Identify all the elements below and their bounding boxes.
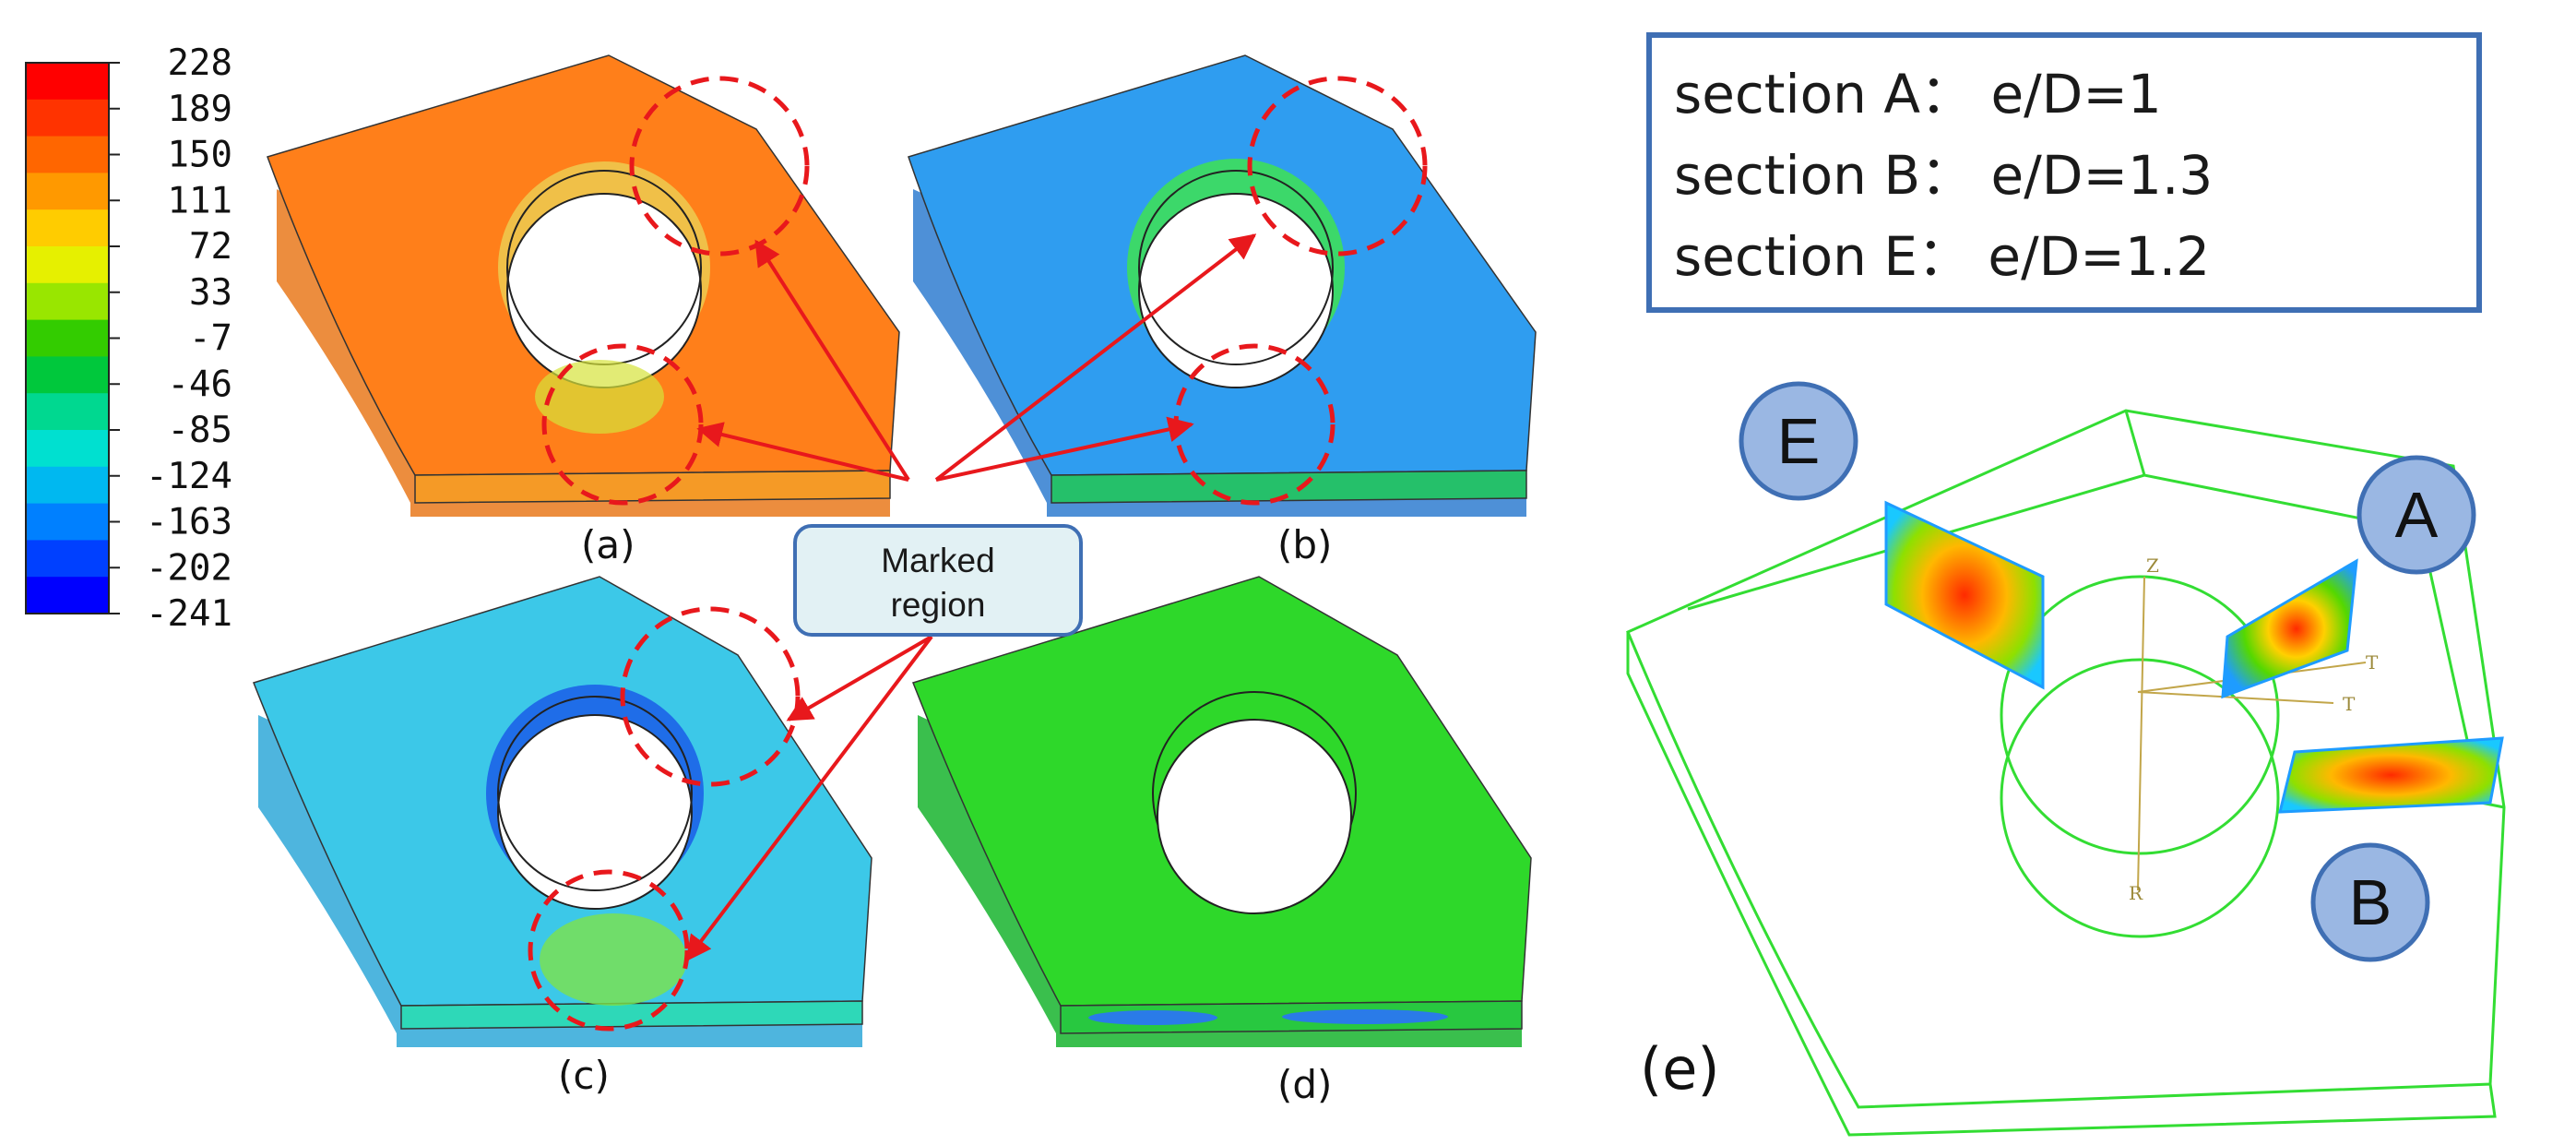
marked-region-arrows [685,233,1257,962]
legend-tick-label: 111 [168,180,232,221]
panel-a-marked-circle-top [629,76,810,256]
axis-t-label-2: T [2366,651,2379,674]
panel-b: (b) [908,54,1537,567]
legend-tick-label: 228 [168,42,232,84]
panel-c-hole-top-edge [497,696,693,891]
legend-tick-label: 33 [189,272,232,314]
panel-b-marked-circle-top [1247,76,1428,256]
legend-swatch [26,136,109,173]
panel-b-plate-bottom-edge [1051,470,1527,504]
legend-swatch [26,577,109,614]
legend-swatch [26,466,109,505]
panel-e-label: (e) [1640,1035,1720,1103]
legend-tick-label: -241 [146,593,232,635]
panel-c-label: (c) [558,1053,610,1098]
panel-d-bottom-streak-2 [1282,1009,1448,1024]
panel-c-hole [497,714,693,910]
legend-tick-label: -46 [168,364,232,405]
panel-e: Z R T T E A B (e) [1626,381,2506,1137]
section-a-line: section A： e/D=1 [1674,63,2162,125]
legend-swatch [26,356,109,394]
marker-a-letter: A [2395,479,2439,551]
legend-tick-label: 72 [189,226,232,268]
panel-a-plate-bottom-edge [414,470,891,504]
panel-b-hole-top-edge [1138,170,1334,365]
axis-t-label-1: T [2343,693,2356,715]
legend-swatch [26,209,109,247]
panel-c-plate-bottom-edge [400,1000,863,1030]
legend-swatch [26,99,109,137]
legend-swatch [26,246,109,284]
legend-swatch [26,503,109,541]
legend-swatch [26,63,109,101]
panel-c: (c) [253,576,873,1098]
legend-swatch [26,540,109,578]
panel-b-hole [1138,193,1334,388]
panel-a-label: (a) [581,522,635,567]
marker-e-letter: E [1777,405,1821,477]
legend-swatch [26,393,109,431]
legend-tick-label: -124 [146,456,232,497]
legend-swatch [26,319,109,357]
legend-tick-label: -7 [189,318,232,360]
panel-d-bottom-streak-1 [1088,1010,1217,1025]
marker-b-letter: B [2349,866,2392,938]
legend-tick-label: 189 [168,89,232,130]
axis-r-label: R [2129,882,2143,904]
callout-line-2: region [891,586,986,624]
legend-swatch [26,282,109,321]
panel-b-label: (b) [1277,522,1332,567]
legend-tick-label: -85 [168,410,232,451]
callout-line-1: Marked [881,542,994,579]
panel-d-hole [1157,719,1352,914]
axis-z-label: Z [2146,555,2159,577]
section-e-line: section E： e/D=1.2 [1674,225,2210,288]
panel-c-marked-circle-top [620,606,801,787]
legend-tick-label: 150 [168,135,232,176]
panel-a-highlight [535,360,664,434]
marker-e: E [1739,381,1858,501]
legend-tick-label: -202 [146,547,232,589]
panel-d: (d) [912,576,1532,1107]
panel-a-hole [506,193,702,388]
legend-swatch [26,173,109,210]
panel-a: (a) [267,54,900,567]
legend-color-bar [25,62,110,614]
marker-b: B [2310,842,2430,962]
panel-c-highlight [540,913,687,1006]
sections-box: section A： e/D=1 section B： e/D=1.3 sect… [1646,32,2482,313]
section-b-slice [2278,736,2504,814]
section-e-slice [1884,500,2045,690]
section-b-line: section B： e/D=1.3 [1674,144,2213,207]
legend-swatch [26,430,109,468]
legend-tick-label: -163 [146,502,232,543]
marker-a: A [2356,455,2476,575]
marked-region-callout: Marked region [793,524,1083,637]
section-a-slice [2221,558,2358,699]
panel-d-label: (d) [1277,1062,1332,1107]
